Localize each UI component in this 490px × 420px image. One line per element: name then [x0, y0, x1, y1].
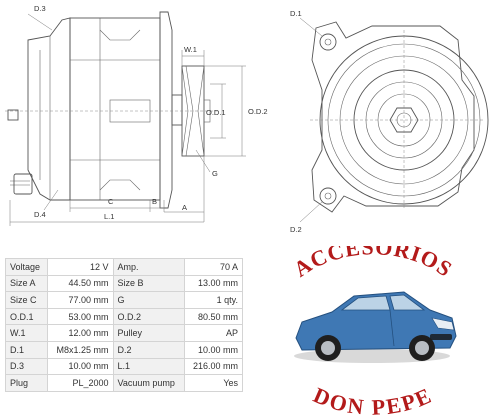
logo-top-text: ACCESORIOS: [289, 246, 457, 282]
front-view-dimensions: D.1 D.2: [290, 9, 323, 234]
spec-value: 12 V: [46, 258, 114, 276]
spec-value: PL_2000: [46, 374, 114, 392]
spec-value: 53.00 mm: [46, 307, 114, 326]
spec-key: Size A: [5, 274, 48, 293]
spec-value: 10.00 mm: [46, 357, 114, 376]
spec-value: Yes: [183, 374, 244, 392]
label-d1: D.1: [290, 9, 302, 18]
spec-key: Plug: [5, 374, 48, 392]
spec-value: 70 A: [183, 258, 244, 276]
alternator-front-view: [310, 21, 489, 213]
spec-key: O.D.1: [5, 307, 48, 326]
label-l1: L.1: [104, 212, 114, 221]
spec-key: Size B: [112, 274, 185, 293]
spec-key: O.D.2: [112, 307, 185, 326]
spec-key: D.3: [5, 357, 48, 376]
label-d3-top: D.3: [34, 4, 46, 13]
car-illustration: [294, 291, 457, 363]
spec-key: Size C: [5, 291, 48, 309]
spec-key: G: [112, 291, 185, 309]
spec-key: Pulley: [112, 324, 185, 342]
logo-top-textpath: ACCESORIOS: [289, 246, 456, 282]
label-od1: O.D.1: [206, 108, 226, 117]
spec-key: D.2: [112, 340, 185, 359]
spec-key: Amp.: [112, 258, 185, 276]
spec-value: 77.00 mm: [46, 291, 114, 309]
accesorios-don-pepe-logo: ACCESORIOS DON PEPE: [289, 246, 457, 416]
logo-bottom-text: DON PEPE: [310, 382, 437, 416]
spec-value: 216.00 mm: [183, 357, 244, 376]
label-w1: W.1: [184, 45, 197, 54]
spec-key: D.1: [5, 340, 48, 359]
spec-value: AP: [183, 324, 244, 342]
label-d2: D.2: [290, 225, 302, 234]
spec-key: Voltage: [5, 258, 48, 276]
spec-value: 10.00 mm: [183, 340, 244, 359]
label-b: B: [152, 197, 157, 206]
label-c: C: [108, 197, 114, 206]
label-g: G: [212, 169, 218, 178]
spec-key: W.1: [5, 324, 48, 342]
spec-value: M8x1.25 mm: [46, 340, 114, 359]
alternator-technical-drawing: D.3 W.1 O.D.1 O.D.2 G C B A L.1: [5, 4, 489, 234]
label-a: A: [182, 203, 187, 212]
logo-bottom-textpath: DON PEPE: [310, 382, 435, 416]
side-view-dimensions: D.3 W.1 O.D.1 O.D.2 G C B A L.1: [9, 4, 268, 226]
label-od2: O.D.2: [248, 107, 268, 116]
spec-value: 44.50 mm: [46, 274, 114, 293]
spec-value: 80.50 mm: [183, 307, 244, 326]
spec-value: 13.00 mm: [183, 274, 244, 293]
spec-value: 1 qty.: [183, 291, 244, 309]
label-d4: D.4: [34, 210, 46, 219]
spec-key: L.1: [112, 357, 185, 376]
alternator-side-view: [5, 11, 220, 209]
spec-key: Vacuum pump: [112, 374, 185, 392]
spec-value: 12.00 mm: [46, 324, 114, 342]
